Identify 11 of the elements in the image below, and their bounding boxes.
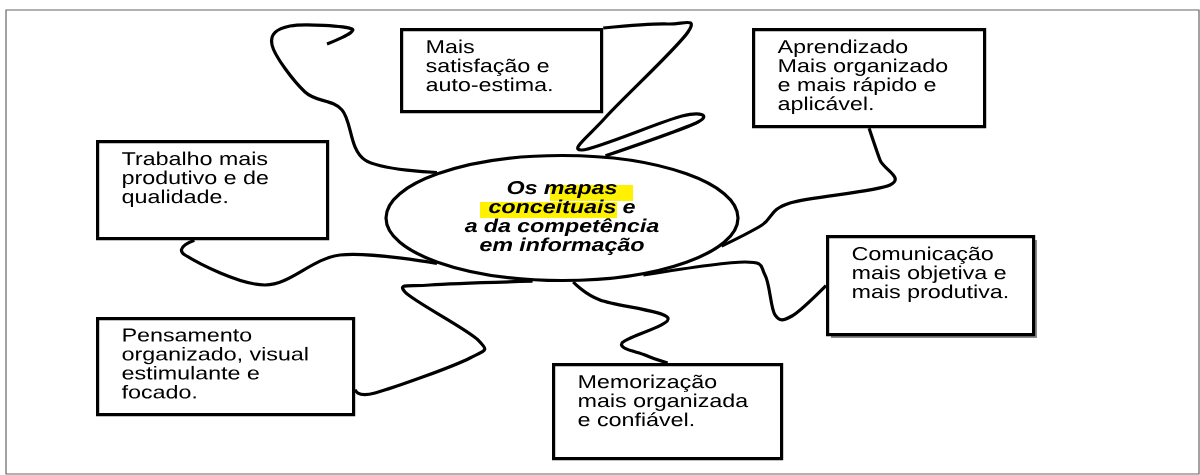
text-box: Pensamento organizado, visual estimulante e focado. — [96, 317, 356, 417]
text-box: Memorização mais organizada e confiável. — [552, 363, 784, 461]
wavy-connector — [643, 260, 828, 322]
wavy-connector — [572, 280, 670, 365]
wavy-connector — [269, 23, 438, 175]
text-box: Mais satisfação e auto-estima. — [400, 28, 604, 114]
text-box: Aprendizado Mais organizado e mais rápido e aplicável. — [752, 28, 987, 129]
text-box: Comunicação mais objetiva e mais produtiva. — [826, 235, 1037, 338]
text-box: Trabalho mais produtivo e de qualidade. — [96, 140, 330, 241]
wavy-connector — [720, 127, 897, 248]
wavy-connector — [180, 238, 438, 287]
